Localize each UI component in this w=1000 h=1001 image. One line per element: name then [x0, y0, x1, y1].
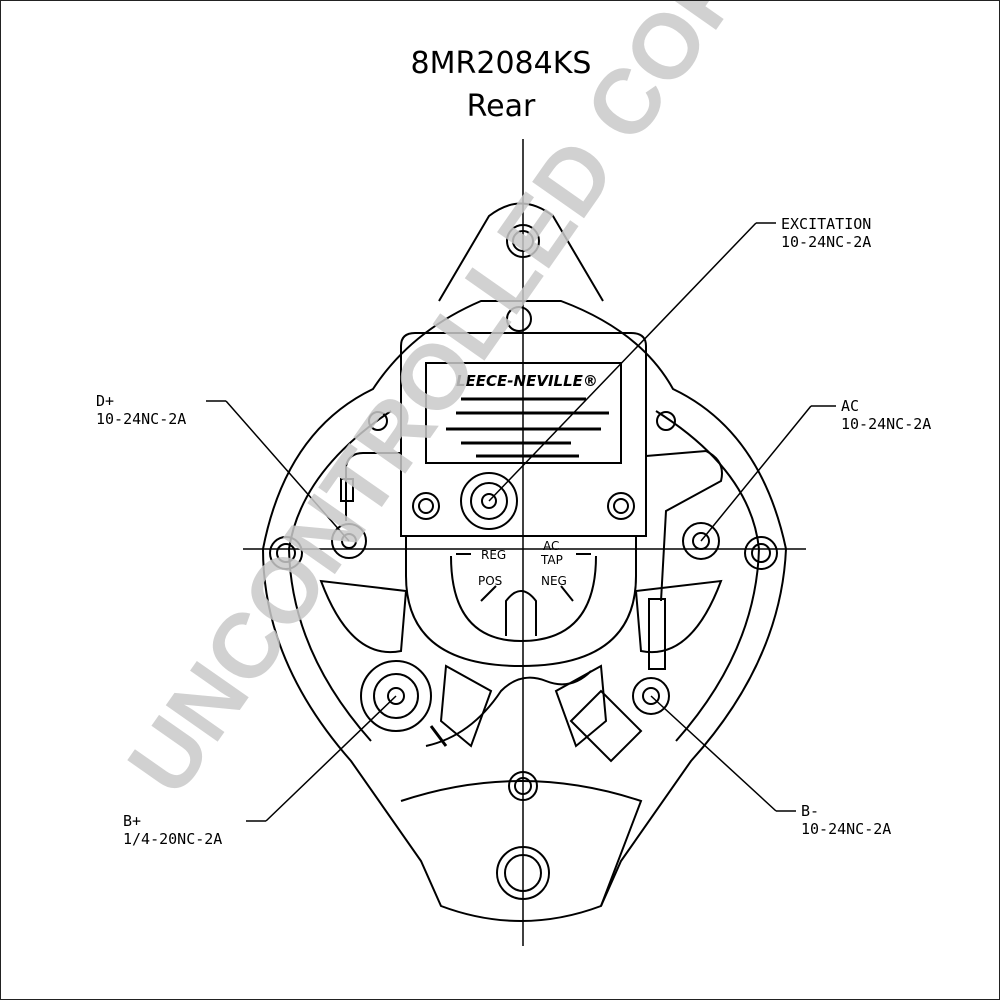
d-plus-wire — [345, 452, 401, 521]
right-upper-screw — [656, 411, 676, 431]
left-side-bolt — [269, 536, 303, 570]
b-plus-terminal — [360, 660, 432, 732]
excitation-terminal — [460, 472, 518, 530]
b-minus-connector — [569, 689, 643, 763]
regulator-cover — [400, 332, 647, 537]
excitation-leader — [488, 222, 757, 502]
b-minus-callout-name: B- — [801, 802, 819, 820]
b-plus-leader — [265, 695, 397, 822]
uncontrolled-copy-watermark: UNCONTROLLED COPY — [109, 1, 799, 812]
housing-outline — [261, 300, 788, 922]
ac-leader — [700, 405, 812, 542]
ac-tap-label-tap: TAP — [540, 553, 563, 567]
d-plus-leader — [225, 400, 350, 542]
d-plus-terminal — [331, 523, 367, 559]
top-mounting-ear — [438, 202, 604, 302]
model-number-title: 8MR2084KS — [410, 46, 592, 81]
ac-tap-label-ac: AC — [543, 539, 559, 553]
excitation-callout-name: EXCITATION — [781, 215, 871, 233]
vent-slot-right — [634, 579, 723, 654]
ac-wire — [645, 449, 723, 602]
ac-callout-name: AC — [841, 397, 859, 415]
lower-bolt — [508, 771, 538, 801]
b-minus-leader — [650, 695, 777, 812]
right-reg-screw — [607, 492, 635, 520]
ac-callout-thread: 10-24NC-2A — [841, 415, 931, 433]
b-minus-terminal — [632, 677, 670, 715]
neg-label: NEG — [541, 574, 567, 588]
regulator-top-screw — [506, 306, 532, 332]
view-subtitle: Rear — [466, 89, 536, 124]
vent-slot-left — [319, 579, 408, 654]
left-reg-screw — [412, 492, 440, 520]
ac-terminal — [682, 522, 720, 560]
pos-label: POS — [478, 574, 502, 588]
b-plus-cable — [425, 670, 592, 747]
d-plus-callout-thread: 10-24NC-2A — [96, 410, 186, 428]
right-side-bolt — [744, 536, 778, 570]
ac-connector — [648, 598, 666, 670]
adjuster-slot — [505, 590, 537, 636]
reg-label: REG — [481, 548, 506, 562]
adjuster-housing — [405, 536, 637, 668]
bottom-mount-hole — [496, 846, 550, 900]
regulator-nameplate — [425, 362, 622, 464]
housing-inner-left — [287, 410, 392, 742]
adjuster-dial — [450, 555, 597, 643]
b-plus-callout-name: B+ — [123, 812, 141, 830]
vent-slot-lower-left — [439, 664, 493, 748]
regulator-brand: LEECE-NEVILLE® — [456, 372, 598, 390]
b-minus-callout-thread: 10-24NC-2A — [801, 820, 891, 838]
excitation-callout-thread: 10-24NC-2A — [781, 233, 871, 251]
b-plus-callout-thread: 1/4-20NC-2A — [123, 830, 222, 848]
top-mount-hole — [506, 224, 540, 258]
d-plus-callout-name: D+ — [96, 392, 114, 410]
left-upper-screw — [368, 411, 388, 431]
